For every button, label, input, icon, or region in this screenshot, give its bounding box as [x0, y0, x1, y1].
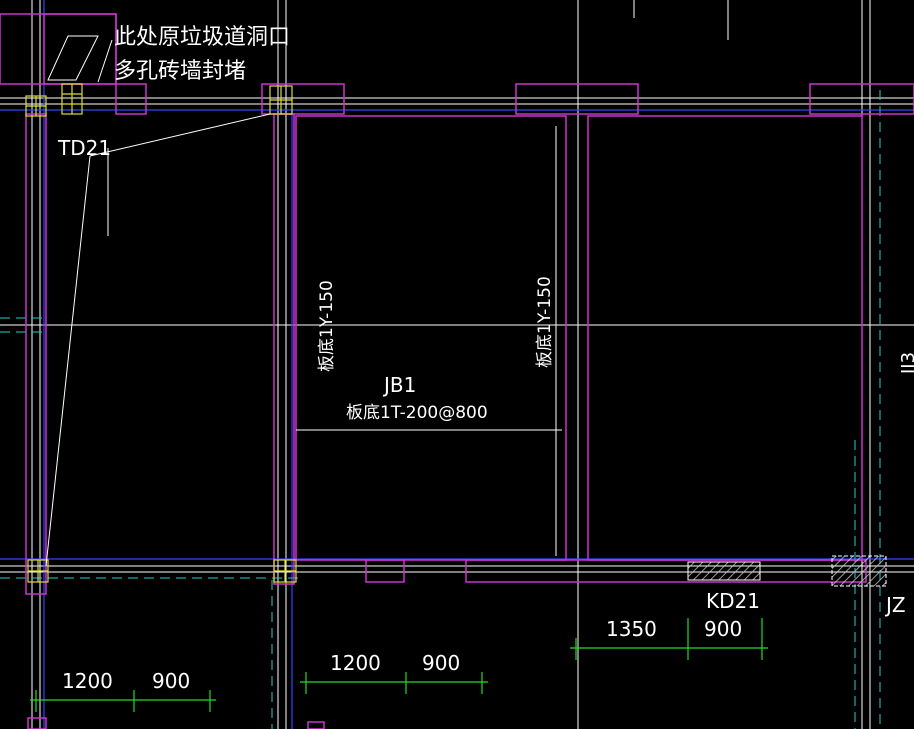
edge-label: JJ3: [898, 352, 914, 375]
td21-leader-b: [45, 155, 91, 567]
text-labels: 此处原垃圾道洞口 多孔砖墙封堵 TD21 JB1 板底1T-200@800 板底…: [57, 25, 914, 617]
dimension-lines: [30, 618, 768, 712]
wall-top-left-block: [0, 13, 117, 85]
column-top-left: [25, 95, 47, 117]
wall-left-column: [25, 113, 47, 595]
wall-bottom-strip-b: [465, 559, 867, 583]
jb1-rebar-label: 板底1T-200@800: [346, 403, 488, 423]
wall-bottom-left-box: [27, 717, 47, 729]
kd21-label: KD21: [706, 589, 760, 613]
dimension-left: [30, 690, 216, 712]
dim-left-1: 1200: [62, 669, 113, 693]
wall-top-far-right-block: [809, 83, 914, 115]
dashed-lines-cyan: [0, 90, 881, 729]
room-right-outline: [587, 115, 863, 561]
dim-middle-1: 1200: [330, 651, 381, 675]
column-bottom-mid: [273, 559, 297, 583]
shaft-opening-symbol: [47, 35, 99, 81]
wall-top-mid-block: [261, 83, 345, 115]
dim-left-2: 900: [152, 669, 190, 693]
walls: [0, 13, 914, 729]
openings: [687, 555, 887, 587]
wall-top-right-block: [515, 83, 639, 115]
wall-bottom-strip-a: [365, 559, 405, 583]
wall-top-left-beam: [115, 83, 147, 115]
wall-bottom-mid-box: [307, 721, 325, 729]
left-rebar-label: 板底1Y-150: [317, 280, 337, 372]
dimension-right: [570, 618, 768, 660]
wall-mid-column: [273, 113, 295, 585]
kd21-opening: [687, 561, 761, 581]
dim-right-2: 900: [704, 617, 742, 641]
dimension-middle: [300, 672, 488, 694]
note-line-1: 此处原垃圾道洞口: [114, 25, 290, 50]
brick-plug-symbol: [61, 83, 83, 115]
right-rebar-label: 板底1Y-150: [535, 276, 555, 368]
jb1-label: JB1: [382, 373, 416, 397]
td21-leader-a: [89, 113, 271, 157]
wall-top-left-shaft: [43, 13, 117, 85]
jz-label: JZ: [884, 593, 906, 617]
note-line-2: 多孔砖墙封堵: [114, 59, 246, 84]
dimension-texts: 1200 900 1200 900 1350 900: [62, 617, 742, 693]
td21-label: TD21: [57, 136, 111, 160]
room-jb1-outline: [295, 115, 567, 561]
jz-column: [831, 555, 887, 587]
dim-middle-2: 900: [422, 651, 460, 675]
column-top-mid: [269, 85, 293, 115]
dim-right-1: 1350: [606, 617, 657, 641]
note-leader: [97, 39, 113, 83]
column-bottom-left: [27, 559, 49, 583]
columns: [25, 83, 297, 583]
annotation-geometry: [45, 35, 562, 567]
